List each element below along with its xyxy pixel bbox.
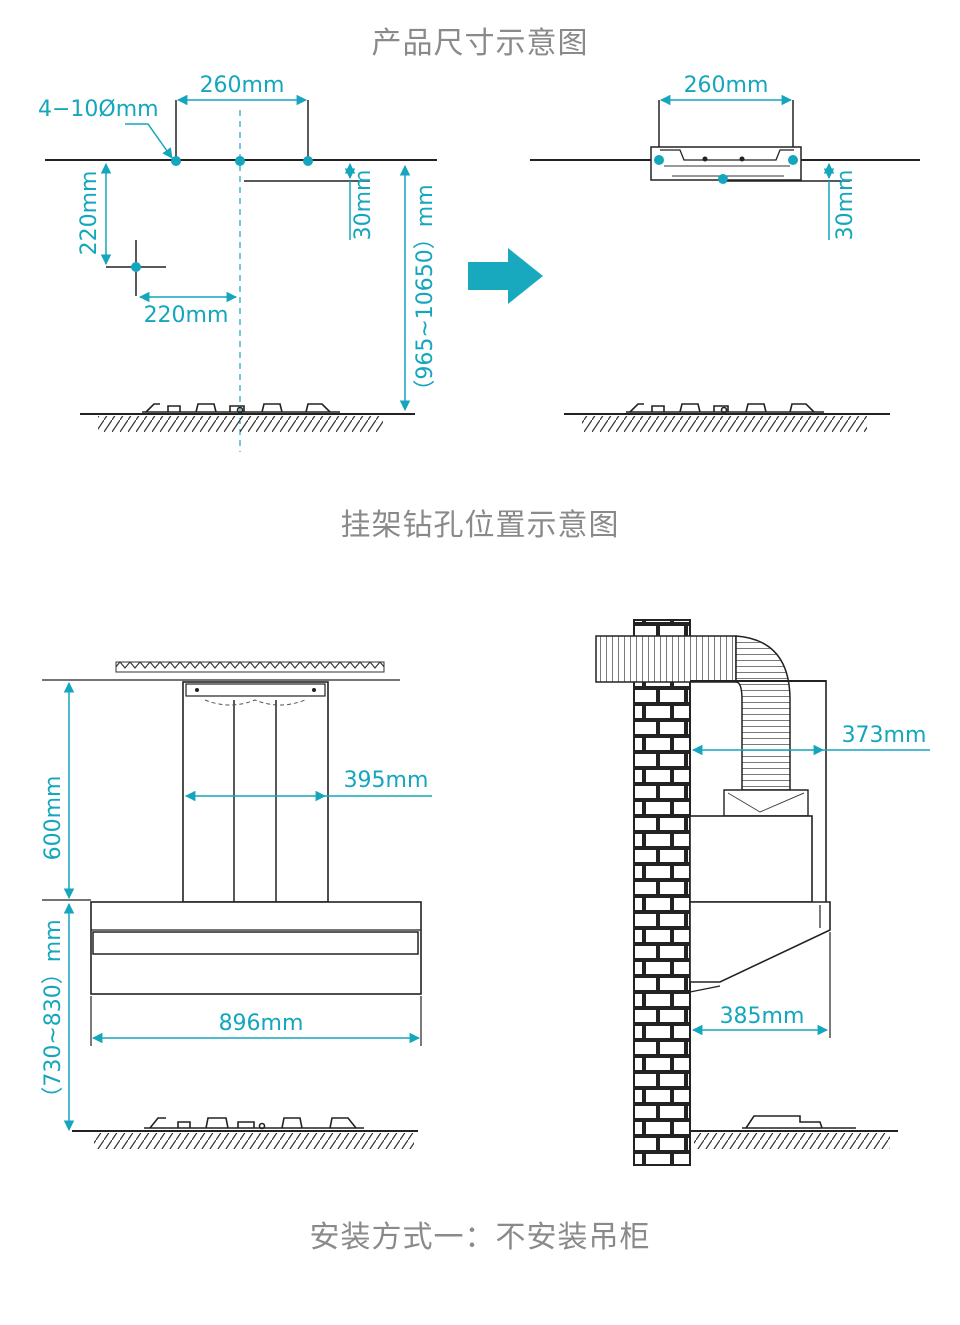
- dim-395: 395mm: [344, 768, 429, 793]
- right-arrow-icon: [468, 248, 543, 304]
- dim-260-left: 260mm: [200, 73, 285, 98]
- bracket-drilling-title: 挂架钻孔位置示意图: [340, 508, 620, 543]
- dim-220-vertical: 220mm: [77, 171, 102, 256]
- dim-holes: 4−10Ømm: [38, 97, 159, 122]
- dim-965-10650: （965~10650）mm: [413, 184, 438, 401]
- dim-896: 896mm: [219, 1011, 304, 1036]
- gas-stove-side: [742, 1115, 856, 1129]
- dim-373: 373mm: [842, 723, 927, 748]
- side-view-hood: 373mm 385mm: [595, 619, 930, 1166]
- mounted-bracket-diagram-right: 260mm 30mm: [530, 73, 920, 432]
- dim-30-right: 30mm: [833, 170, 858, 241]
- gas-stove-right: [626, 403, 824, 414]
- front-view-hood: 395mm 600mm （730~830）mm 896mm: [41, 661, 432, 1149]
- dim-730-830: （730~830）mm: [41, 919, 66, 1108]
- dim-30-left: 30mm: [351, 170, 376, 241]
- ceiling-drilling-diagram-left: 260mm 4−10Ømm 30mm 220mm 220mm （965~1065…: [38, 73, 438, 452]
- dim-220-horizontal: 220mm: [144, 303, 229, 328]
- dim-600: 600mm: [41, 776, 66, 861]
- gas-stove-left: [142, 403, 340, 414]
- dim-385: 385mm: [720, 1004, 805, 1029]
- install-method-title: 安装方式一：不安装吊柜: [309, 1220, 651, 1255]
- gas-stove-front: [144, 1117, 364, 1130]
- dim-260-right: 260mm: [684, 73, 769, 98]
- product-size-title: 产品尺寸示意图: [371, 26, 589, 61]
